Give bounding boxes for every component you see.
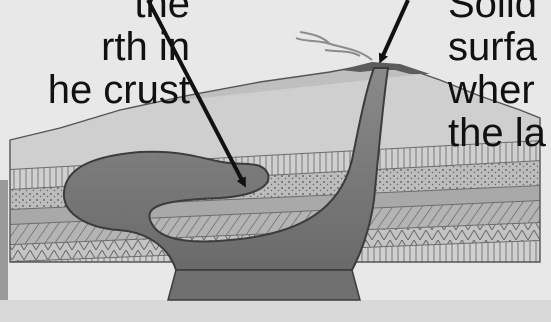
magma-base — [168, 270, 360, 300]
bottom-band — [0, 300, 551, 322]
caption-line: rth in — [0, 26, 190, 69]
caption-line: surfa — [448, 26, 546, 69]
caption-line: he crust — [0, 69, 190, 112]
caption-line: the la — [448, 112, 546, 155]
caption-line: wher — [448, 69, 546, 112]
caption-surface-lava: Solid surfa wher the la — [448, 0, 546, 155]
caption-line: Solid — [448, 0, 546, 26]
caption-line: the — [0, 0, 190, 26]
caption-magma-chamber: the rth in he crust — [0, 0, 190, 112]
